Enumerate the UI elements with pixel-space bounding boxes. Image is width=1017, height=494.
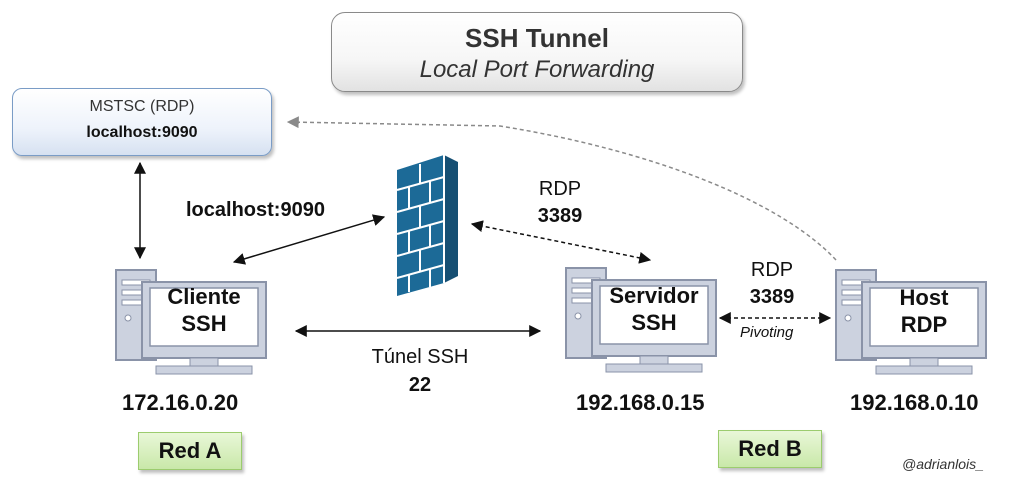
- network-b-tag: Red B: [718, 430, 822, 468]
- server-ip: 192.168.0.15: [576, 390, 705, 415]
- tunnel-port: 22: [408, 374, 432, 396]
- host-to-mstsc-arrow: [286, 116, 837, 261]
- title-main: SSH Tunnel: [465, 23, 609, 53]
- client-label: Cliente SSH: [150, 283, 258, 337]
- client-label-line1: Cliente: [167, 284, 241, 309]
- mstsc-title: MSTSC (RDP): [89, 98, 195, 115]
- rdp-right-proto: RDP: [750, 259, 794, 281]
- author-credit: @adrianlois_: [902, 456, 984, 472]
- server-label: Servidor SSH: [598, 282, 710, 336]
- firewall-server-rdp-arrow: [470, 220, 652, 264]
- host-label-line1: Host: [899, 285, 949, 310]
- rdp-top-proto: RDP: [538, 178, 582, 200]
- server-label-line1: Servidor: [609, 283, 699, 308]
- mstsc-box: MSTSC (RDP) localhost:9090: [12, 88, 272, 156]
- server-label-line2: SSH: [631, 310, 677, 335]
- host-ip: 192.168.0.10: [850, 390, 979, 415]
- host-label: Host RDP: [870, 284, 978, 338]
- rdp-right-port: 3389: [749, 286, 795, 308]
- title-box: SSH Tunnel Local Port Forwarding: [331, 12, 743, 92]
- pivoting-label: Pivoting: [740, 324, 794, 341]
- firewall-icon: [396, 155, 458, 296]
- title-subtitle: Local Port Forwarding: [419, 56, 655, 83]
- host-label-line2: RDP: [900, 312, 948, 337]
- network-a-tag: Red A: [138, 432, 242, 470]
- rdp-top-port: 3389: [537, 205, 583, 227]
- client-label-line2: SSH: [181, 311, 227, 336]
- client-ip: 172.16.0.20: [122, 390, 239, 415]
- localhost-label: localhost:9090: [186, 199, 325, 221]
- tunnel-name: Túnel SSH: [371, 346, 469, 368]
- mstsc-address: localhost:9090: [86, 124, 198, 141]
- client-firewall-arrow: [232, 214, 386, 265]
